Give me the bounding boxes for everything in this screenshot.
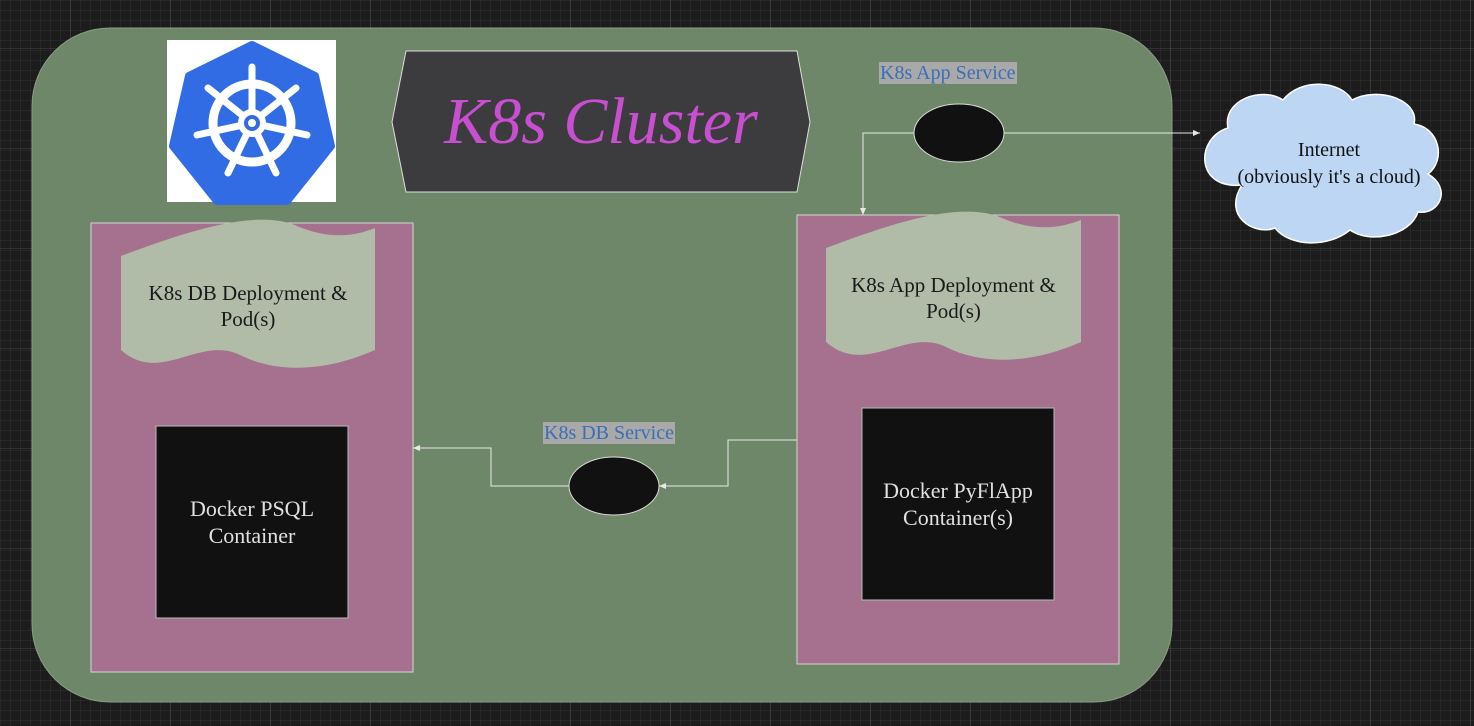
db-deployment-label-line1: K8s DB Deployment & [148, 281, 348, 305]
app-service-label: K8s App Service [879, 62, 1017, 84]
db-service-label: K8s DB Service [543, 422, 675, 444]
db-deployment-banner [121, 219, 375, 368]
app-container-label: Docker PyFlApp Container(s) [862, 408, 1054, 600]
cluster-title: K8s Cluster [392, 51, 810, 192]
app-container-label-line2: Container(s) [903, 505, 1013, 530]
cluster-title-hexagon [391, 50, 811, 193]
db-container-box [155, 425, 349, 619]
db-service-node [568, 456, 660, 516]
db-deployment-label-line2: Pod(s) [220, 307, 276, 331]
app-service-label-wrap: K8s App Service [879, 61, 1017, 85]
app-container-box [861, 407, 1055, 601]
app-container-label-line1: Docker PyFlApp [883, 478, 1033, 503]
internet-cloud [1204, 83, 1442, 244]
cluster-title-text: K8s Cluster [444, 84, 758, 158]
kubernetes-logo-icon [167, 40, 336, 205]
db-container-label-line1: Docker PSQL [189, 496, 315, 521]
internet-label: Internet (obviously it's a cloud) [1214, 130, 1444, 198]
app-deployment-label-line2: Pod(s) [926, 299, 981, 323]
db-container-label: Docker PSQL Container [156, 426, 348, 618]
db-deployment-label: K8s DB Deployment & Pod(s) [121, 280, 375, 332]
app-deployment-banner [826, 211, 1081, 360]
app-service-to-app-pod-connector [860, 132, 914, 215]
db-container-label-line2: Container [208, 523, 296, 548]
db-service-to-db-pod-connector [413, 445, 569, 487]
internet-label-line1: Internet [1297, 139, 1361, 161]
app-service-node [913, 103, 1005, 163]
internet-label-line2: (obviously it's a cloud) [1237, 166, 1421, 188]
app-deployment-label: K8s App Deployment & Pod(s) [826, 272, 1081, 324]
app-deployment-label-line1: K8s App Deployment & [851, 273, 1056, 297]
db-service-label-wrap: K8s DB Service [543, 421, 675, 445]
app-to-db-service-connector [659, 439, 797, 489]
